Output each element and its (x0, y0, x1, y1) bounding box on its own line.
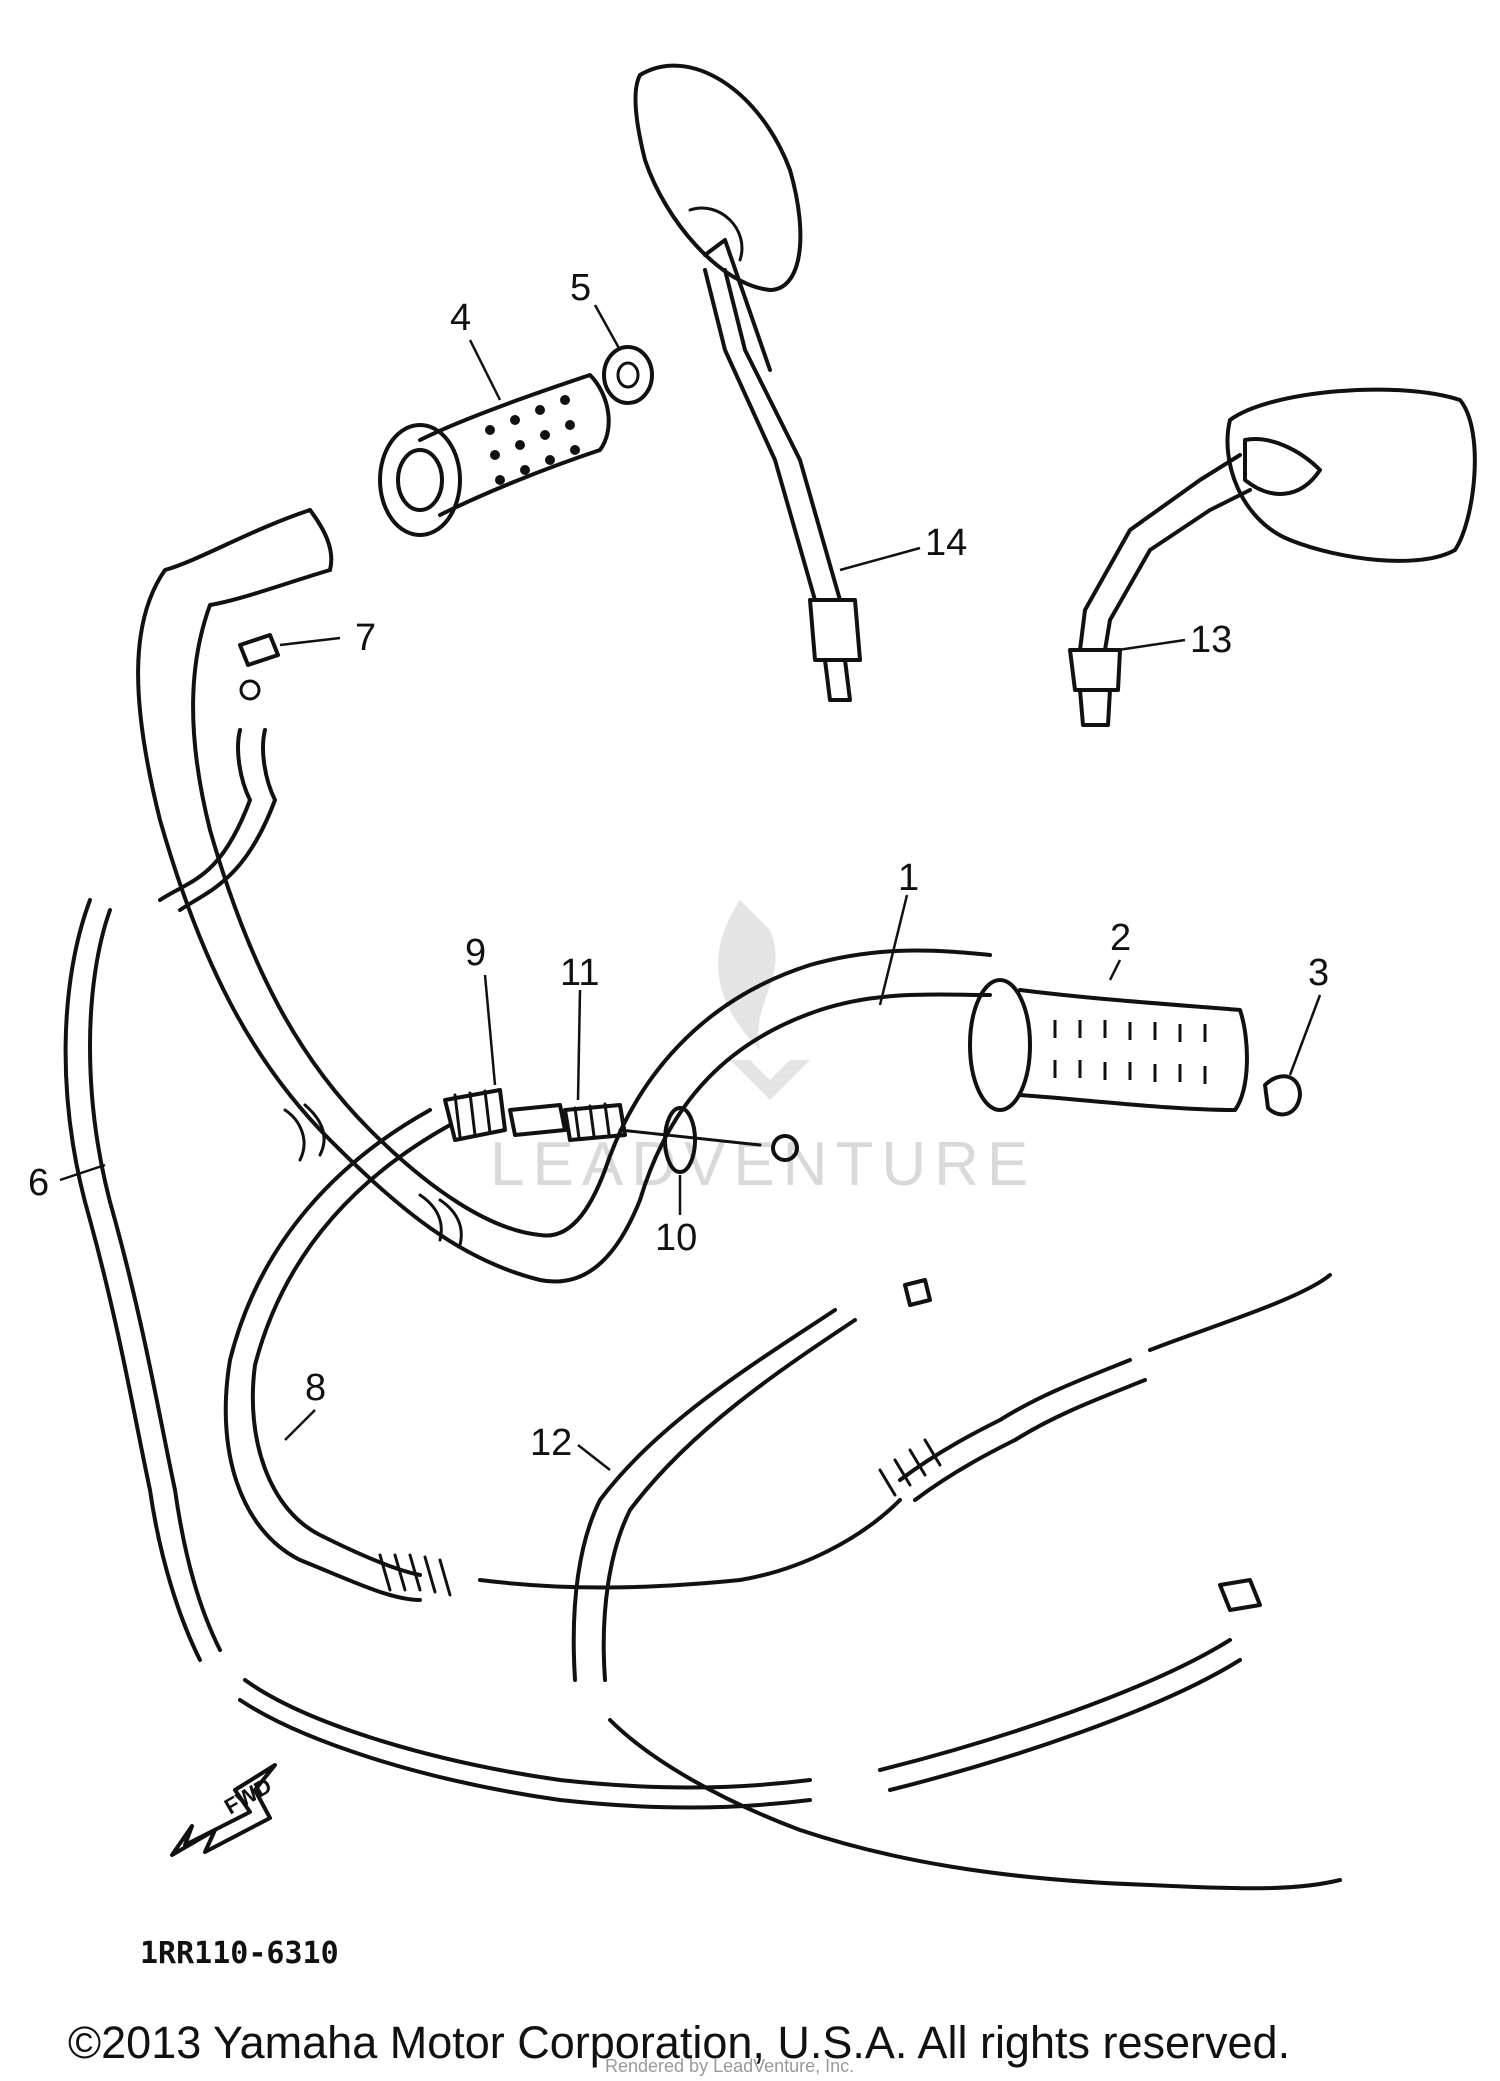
right-mirror (1068, 387, 1477, 727)
left-grip (378, 373, 611, 537)
right-grip (968, 978, 1249, 1112)
nut-10 (618, 1106, 799, 1174)
clutch-cable-12 (571, 1273, 1342, 1891)
callout-4: 4 (450, 297, 502, 401)
rendered-by-notice: Rendered by LeadVenture, Inc. (605, 2056, 854, 2076)
left-mirror (633, 63, 862, 702)
svg-text:7: 7 (355, 617, 376, 659)
cable-6 (63, 898, 812, 1810)
callout-13: 13 (1117, 619, 1232, 661)
callout-9: 9 (465, 932, 497, 1086)
svg-text:13: 13 (1190, 619, 1232, 661)
callout-7: 7 (279, 617, 376, 659)
cable-fitting-7 (158, 633, 280, 912)
watermark-text: LEADVENTURE (490, 1130, 1036, 1199)
callout-6: 6 (28, 1162, 106, 1204)
svg-text:2: 2 (1110, 917, 1131, 959)
callout-10: 10 (655, 1175, 697, 1259)
grip-end-cap-3 (1263, 1074, 1302, 1117)
svg-text:9: 9 (465, 932, 486, 974)
forward-direction-arrow: FWD (170, 1763, 277, 1857)
callout-1: 1 (878, 857, 919, 1006)
callout-11: 11 (560, 952, 599, 1101)
svg-text:3: 3 (1308, 952, 1329, 994)
callout-5: 5 (570, 267, 622, 351)
callout-2: 2 (1108, 917, 1131, 981)
callout-3: 3 (1288, 952, 1329, 1076)
adjuster-11 (508, 1102, 627, 1142)
svg-text:14: 14 (925, 522, 967, 564)
leadventure-watermark: LEADVENTURE (490, 900, 1036, 1199)
svg-text:8: 8 (305, 1367, 326, 1409)
callout-8: 8 (284, 1367, 326, 1441)
svg-text:12: 12 (530, 1422, 572, 1464)
svg-text:11: 11 (560, 952, 599, 994)
svg-text:5: 5 (570, 267, 591, 309)
svg-text:6: 6 (28, 1162, 49, 1204)
diagram-part-code: 1RR110-6310 (140, 1936, 339, 1971)
svg-text:1: 1 (898, 857, 919, 899)
copyright-notice: ©2013 Yamaha Motor Corporation, U.S.A. A… (68, 2017, 1290, 2068)
grip-end-cap-5 (602, 345, 654, 405)
callout-14: 14 (839, 522, 967, 572)
adjuster-9 (443, 1088, 507, 1142)
svg-text:4: 4 (450, 297, 471, 339)
handlebar (136, 508, 992, 1284)
throttle-cable-8 (223, 1108, 902, 1602)
callout-12: 12 (530, 1422, 611, 1471)
svg-text:10: 10 (655, 1217, 697, 1259)
